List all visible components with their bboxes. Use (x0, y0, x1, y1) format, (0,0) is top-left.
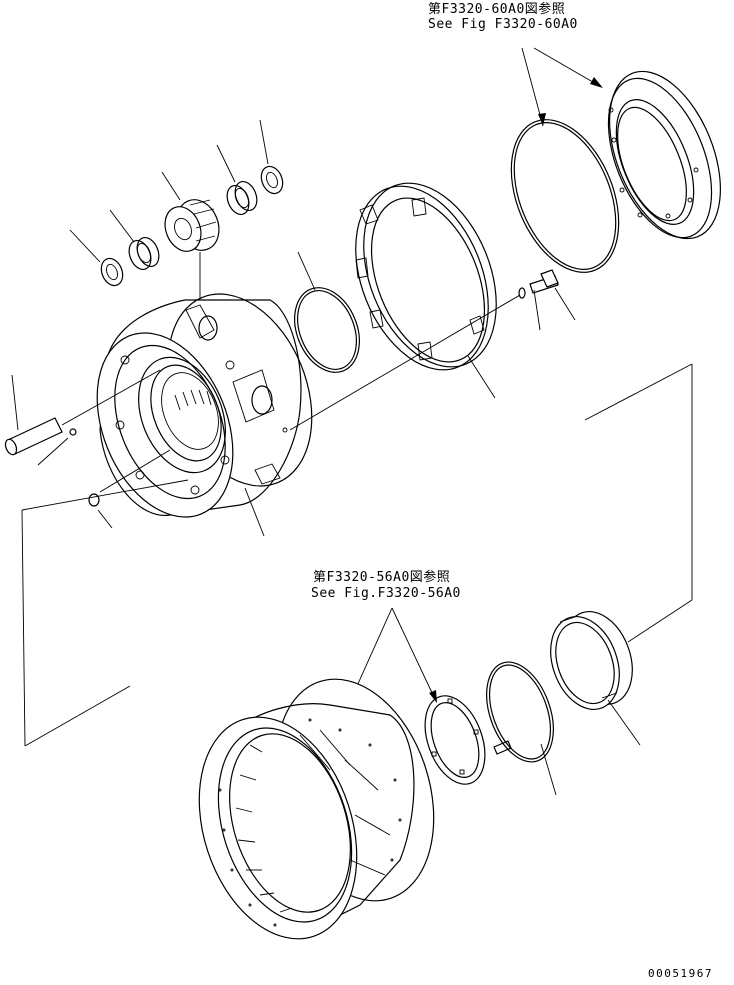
ring-gear (198, 678, 435, 940)
retainer-plate (607, 70, 721, 240)
lower-reference-en: See Fig.F3320-56A0 (311, 586, 461, 601)
snap-ring (486, 661, 557, 796)
assembly-axis-lines (21, 294, 693, 747)
retainer-ring (424, 695, 486, 785)
planet-shaft (4, 369, 161, 466)
drawing-number: 00051967 (648, 967, 713, 980)
upper-reference-jp: 第F3320-60A0図参照 (428, 2, 566, 17)
hub (550, 610, 641, 746)
seal-ring-large (510, 119, 620, 273)
bolt-and-washer (518, 269, 576, 331)
needle-bearing-left (109, 209, 160, 271)
piston (355, 182, 497, 399)
lower-reference-jp: 第F3320-56A0図参照 (313, 570, 451, 585)
upper-reference-en: See Fig F3320-60A0 (428, 17, 578, 32)
washer-left (69, 229, 124, 287)
o-ring-small (294, 251, 360, 373)
upper-reference-leaders (521, 47, 603, 127)
planet-carrier (96, 293, 313, 537)
washer-right (259, 119, 284, 195)
needle-bearing-right (216, 144, 258, 216)
